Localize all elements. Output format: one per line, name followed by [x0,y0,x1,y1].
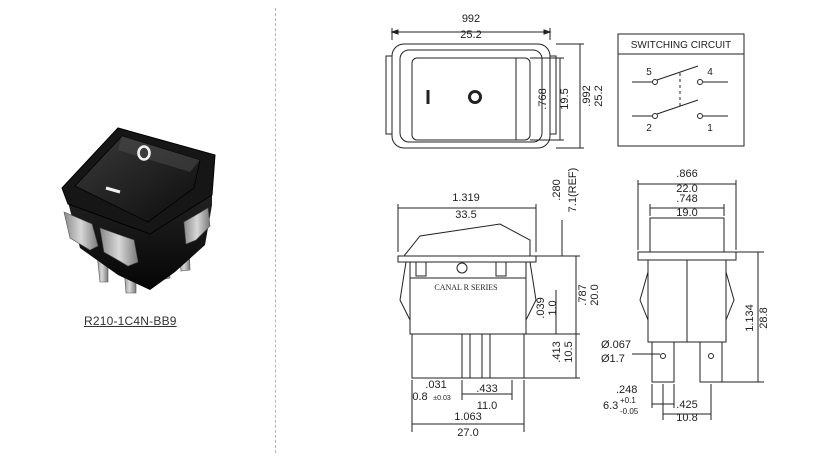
side-pitch-mm: 11.0 [477,400,498,412]
front-spacing-mm: 10.8 [676,412,697,424]
side-base [411,333,525,379]
switch-blade-top [656,65,699,81]
front-height-in: 1.134 [744,304,756,332]
terminal-hole [660,353,666,359]
contact-1 [697,113,703,119]
panel-divider [275,8,276,453]
snap-clip [63,211,99,251]
front-hole-in: Ø.067 [601,339,631,351]
off-symbol-icon [468,90,482,104]
dim-arrow [390,29,552,35]
top-height-in: .992 [581,85,593,106]
side-rocker-profile [403,223,531,257]
side-rib [495,261,507,277]
top-height-mm: 25.2 [593,85,605,106]
top-rocker-mm: 19.5 [559,88,571,109]
side-pivot [456,262,468,274]
front-clip-left [639,271,649,321]
terminal-label-2: 2 [646,123,652,134]
off-symbol-icon [137,145,151,161]
terminal-label-1: 1 [707,123,713,134]
side-clip-right [525,261,537,321]
side-base-mm: 27.0 [457,427,478,439]
part-number-link[interactable]: R210-1C4N-BB9 [84,314,177,328]
side-panel-mm: 1.0 [547,300,559,315]
front-clip-right [725,271,735,321]
front-terminal-right [699,341,723,383]
top-width-mm: 25.2 [460,29,481,41]
front-body-in: .748 [676,193,697,205]
top-view [385,28,584,149]
terminal-label-5: 5 [646,67,652,78]
front-terminal-left [651,341,675,383]
switch-product-photo [61,127,216,294]
brand-text: CANAL R SERIES [434,283,497,292]
side-terminal-thk-mm: 0.8 [412,391,427,403]
front-width-mm: 22.0 [676,183,697,195]
terminal-label-4: 4 [707,67,713,78]
switching-circuit [617,33,745,147]
circuit-box [617,33,745,147]
top-view-rocker [411,57,531,141]
front-bezel [637,251,737,261]
side-rocker-travel-mm: 7.1(REF) [567,168,579,213]
snap-clip [183,207,211,245]
front-body-mm: 19.0 [676,207,697,219]
side-terminal-len-mm: 10.5 [563,341,575,362]
side-panel-in: .039 [535,297,547,318]
product-photo-panel: R210-1C4N-BB9 [0,0,275,457]
switch-blade-bottom [656,99,699,115]
front-height-mm: 28.8 [758,307,770,328]
front-hole-mm: Ø1.7 [601,353,625,365]
top-view-clip-right [549,55,557,135]
front-view [632,180,764,420]
contact-5 [652,79,658,85]
snap-clip [99,227,139,267]
top-view-clip-left [385,55,393,135]
front-spacing-in: .425 [676,399,697,411]
front-rocker [649,217,725,253]
side-body-mm: 20.0 [589,284,601,305]
front-tab-mm: 6.3 [603,400,618,412]
front-tab-in: .248 [616,384,637,396]
side-clip-left [399,261,411,321]
rocker-highlight [118,136,200,172]
side-rocker-travel-in: .280 [551,179,563,200]
side-terminal [481,333,491,379]
top-rocker-in: .768 [537,88,549,109]
side-terminal-thk-in: .031 [425,379,446,391]
side-terminal [461,333,471,379]
side-rib [415,261,427,277]
side-base-in: 1.063 [454,411,482,423]
circuit-title: SWITCHING CIRCUIT [631,40,732,51]
front-width-in: .866 [676,168,697,180]
top-view-bezel [399,49,543,143]
side-terminal-len-in: .413 [551,341,563,362]
side-body-in: .787 [577,284,589,305]
side-pitch-in: .433 [476,383,497,395]
front-tab-tol-minus: -0.05 [620,407,639,416]
side-terminal-thk-tol: ±0.03 [433,395,451,402]
side-overall-in: 1.319 [452,192,480,204]
side-view [397,204,580,432]
side-overall-mm: 33.5 [455,209,476,221]
contact-2 [652,113,658,119]
contact-4 [697,79,703,85]
top-width-in: 992 [462,13,480,25]
terminal-hole [708,353,714,359]
side-housing [409,261,527,335]
side-bezel [397,255,537,263]
front-tab-tol-plus: +0.1 [620,396,636,405]
on-symbol-icon [105,186,121,194]
